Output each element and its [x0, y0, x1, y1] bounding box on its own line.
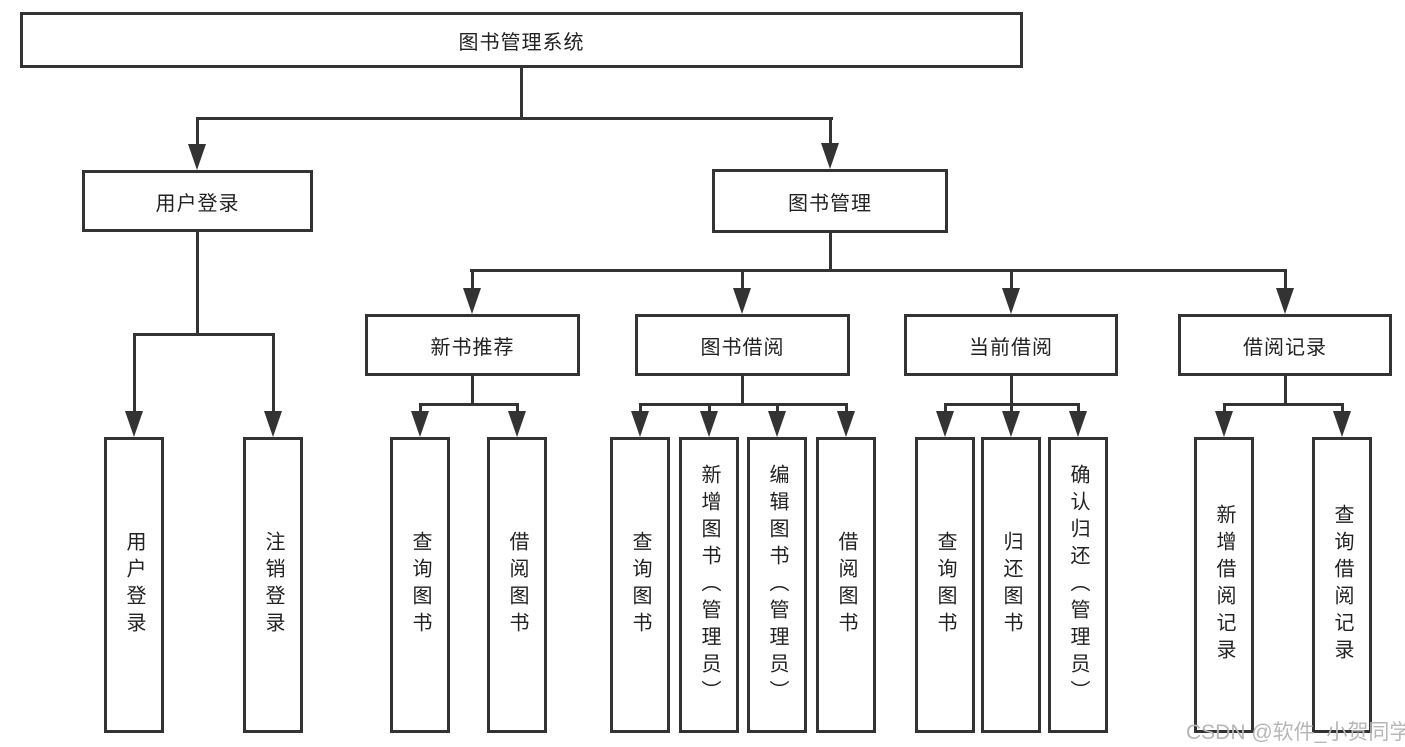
node-book-borrow-label: 图书借阅 — [700, 336, 785, 359]
leaf-borrow-borrow: 借阅图书 — [816, 437, 876, 733]
node-new-books-label: 新书推荐 — [430, 336, 515, 359]
leaf-borrow-edit-label: 编辑图书（管理员） — [766, 463, 788, 707]
node-book-borrow: 图书借阅 — [635, 314, 850, 376]
connector-user-login-rail — [133, 333, 275, 336]
connector-borrow-records-stem — [1284, 376, 1287, 406]
arrowhead-current-borrow — [1002, 288, 1020, 314]
arrowhead-logout — [264, 411, 282, 437]
leaf-borrow-borrow-label: 借阅图书 — [835, 531, 857, 639]
connector-borrow-records-rail — [1223, 403, 1343, 406]
connector-drop-newbooks-query — [419, 403, 422, 416]
node-borrow-records-label: 借阅记录 — [1243, 336, 1327, 359]
connector-drop-new-books — [471, 269, 474, 292]
connector-drop-book-borrow — [741, 269, 744, 292]
leaf-newbooks-borrow: 借阅图书 — [487, 437, 547, 733]
node-user-login-label: 用户登录 — [155, 192, 240, 215]
connector-new-books-rail — [419, 403, 519, 406]
connector-drop-borrow-query — [639, 403, 642, 416]
connector-current-borrow-stem — [1010, 376, 1013, 406]
leaf-login: 用户登录 — [104, 437, 164, 733]
leaf-newbooks-borrow-label: 借阅图书 — [506, 531, 528, 639]
leaf-logout: 注销登录 — [243, 437, 303, 733]
node-root: 图书管理系统 — [20, 12, 1023, 68]
leaf-records-query: 查询借阅记录 — [1312, 437, 1372, 733]
leaf-records-query-label: 查询借阅记录 — [1331, 504, 1353, 666]
connector-drop-records-query — [1341, 403, 1344, 416]
connector-book-mgmt-stem — [829, 233, 832, 271]
connector-root-stem — [520, 68, 523, 120]
connector-drop-borrow-records — [1284, 269, 1287, 292]
connector-book-borrow-stem — [741, 376, 744, 406]
arrowhead-login — [125, 411, 143, 437]
arrowhead-borrow-query — [631, 411, 649, 437]
node-user-login: 用户登录 — [82, 170, 313, 232]
leaf-current-confirm: 确认归还（管理员） — [1048, 437, 1108, 733]
leaf-login-label: 用户登录 — [123, 531, 145, 639]
connector-book-borrow-rail — [639, 403, 847, 406]
leaf-current-return-label: 归还图书 — [1000, 531, 1022, 639]
leaf-newbooks-query-label: 查询图书 — [409, 531, 431, 639]
node-current-borrow: 当前借阅 — [904, 314, 1118, 376]
arrowhead-newbooks-borrow — [508, 411, 526, 437]
node-current-borrow-label: 当前借阅 — [969, 336, 1053, 359]
connector-root-rail — [196, 117, 833, 120]
leaf-current-query: 查询图书 — [915, 437, 975, 733]
node-root-label: 图书管理系统 — [458, 31, 585, 54]
node-borrow-records: 借阅记录 — [1178, 314, 1392, 376]
connector-drop-current-query — [944, 403, 947, 416]
connector-drop-user-login — [196, 117, 199, 147]
arrowhead-current-confirm — [1069, 411, 1087, 437]
connector-drop-borrow-add — [708, 403, 711, 416]
arrowhead-current-query — [936, 411, 954, 437]
leaf-borrow-add: 新增图书（管理员） — [679, 437, 739, 733]
arrowhead-borrow-records — [1276, 288, 1294, 314]
leaf-logout-label: 注销登录 — [262, 531, 284, 639]
connector-drop-login — [133, 333, 136, 415]
leaf-borrow-query: 查询图书 — [610, 437, 670, 733]
arrowhead-borrow-borrow — [837, 411, 855, 437]
arrowhead-new-books — [463, 288, 481, 314]
arrowhead-records-add — [1215, 411, 1233, 437]
arrowhead-user-login — [188, 144, 206, 170]
leaf-borrow-query-label: 查询图书 — [629, 531, 651, 639]
connector-drop-borrow-edit — [776, 403, 779, 416]
arrowhead-records-query — [1333, 411, 1351, 437]
leaf-records-add-label: 新增借阅记录 — [1213, 504, 1235, 666]
arrowhead-book-mgmt — [821, 143, 839, 169]
leaf-current-confirm-label: 确认归还（管理员） — [1067, 463, 1089, 707]
arrowhead-borrow-edit — [768, 411, 786, 437]
connector-drop-current-borrow — [1010, 269, 1013, 292]
connector-drop-current-return — [1010, 403, 1013, 416]
node-book-mgmt-label: 图书管理 — [788, 192, 872, 215]
connector-book-mgmt-rail — [470, 269, 1287, 272]
arrowhead-newbooks-query — [411, 411, 429, 437]
leaf-records-add: 新增借阅记录 — [1194, 437, 1254, 733]
connector-new-books-stem — [471, 376, 474, 406]
node-book-mgmt: 图书管理 — [712, 169, 948, 233]
csdn-watermark: CSDN @软件_小贺同学 — [1186, 721, 1405, 744]
connector-drop-newbooks-borrow — [516, 403, 519, 416]
connector-drop-book-mgmt — [829, 117, 832, 147]
leaf-current-return: 归还图书 — [981, 437, 1041, 733]
arrowhead-book-borrow — [733, 288, 751, 314]
connector-user-login-stem — [196, 232, 199, 335]
leaf-borrow-edit: 编辑图书（管理员） — [747, 437, 807, 733]
leaf-current-query-label: 查询图书 — [934, 531, 956, 639]
connector-drop-current-confirm — [1077, 403, 1080, 416]
leaf-borrow-add-label: 新增图书（管理员） — [698, 463, 720, 707]
node-new-books: 新书推荐 — [365, 314, 580, 376]
connector-drop-records-add — [1223, 403, 1226, 416]
connector-drop-borrow-borrow — [845, 403, 848, 416]
leaf-newbooks-query: 查询图书 — [390, 437, 450, 733]
arrowhead-current-return — [1002, 411, 1020, 437]
arrowhead-borrow-add — [700, 411, 718, 437]
connector-drop-logout — [272, 333, 275, 415]
